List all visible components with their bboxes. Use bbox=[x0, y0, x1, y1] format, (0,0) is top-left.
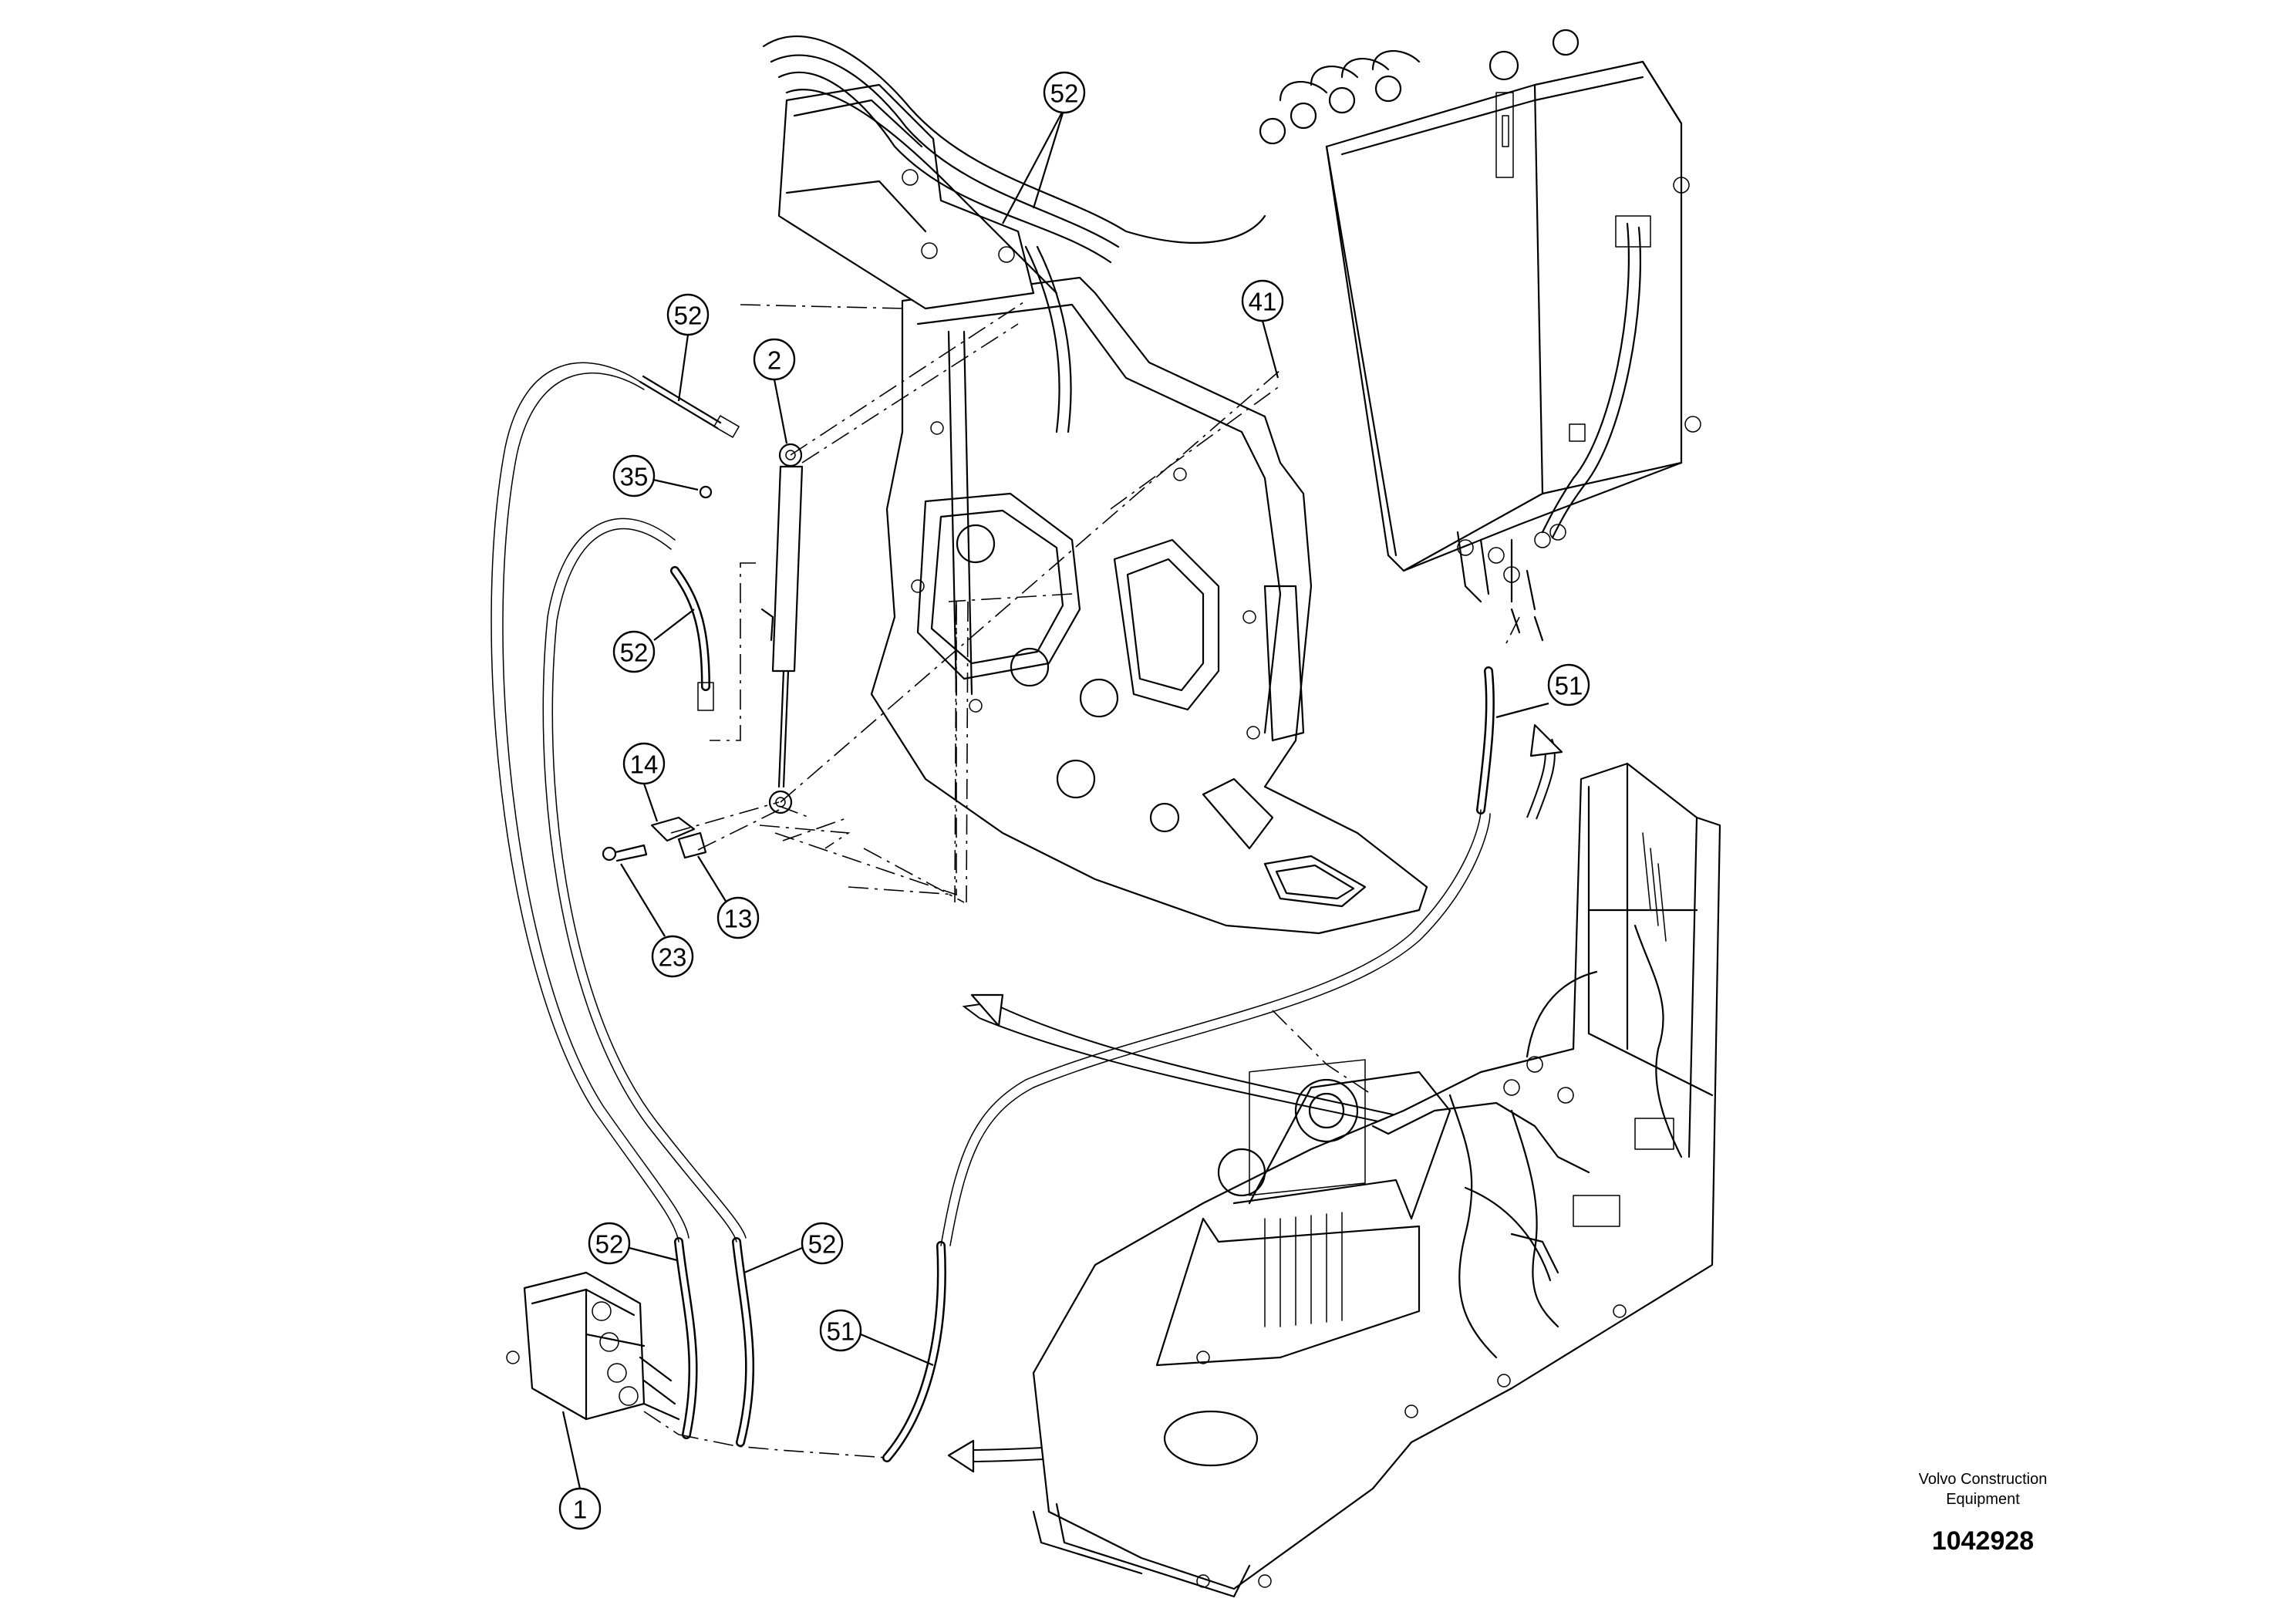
gas-strut bbox=[760, 443, 804, 814]
svg-text:2: 2 bbox=[767, 346, 781, 375]
brand-name-line1: Volvo Construction bbox=[1918, 1471, 2048, 1488]
callout: 52 bbox=[666, 293, 710, 402]
callouts: 52 41 52 2 35 52 14 13 bbox=[558, 71, 1590, 1530]
valve-block bbox=[506, 1271, 680, 1421]
callout: 41 bbox=[1241, 279, 1284, 379]
callout: 13 bbox=[697, 855, 760, 939]
callout: 23 bbox=[620, 863, 694, 978]
svg-text:52: 52 bbox=[595, 1230, 624, 1259]
callout: 51 bbox=[1495, 663, 1590, 719]
drawing-number: 1042928 bbox=[1931, 1526, 2035, 1556]
callout: 51 bbox=[819, 1309, 934, 1367]
hose-routing bbox=[491, 362, 1491, 1246]
callout: 2 bbox=[753, 338, 796, 444]
svg-text:14: 14 bbox=[630, 750, 659, 779]
small-hardware bbox=[602, 485, 713, 862]
callout: 52 bbox=[588, 1222, 678, 1265]
machine-frame bbox=[1032, 762, 1721, 1598]
brand-block: Volvo Construction Equipment 1042928 bbox=[1859, 1469, 2106, 1556]
hydraulic-tank bbox=[1259, 29, 1701, 642]
svg-text:1: 1 bbox=[573, 1496, 587, 1524]
svg-text:51: 51 bbox=[827, 1317, 855, 1346]
svg-text:41: 41 bbox=[1249, 288, 1277, 316]
svg-text:13: 13 bbox=[724, 905, 753, 933]
svg-text:52: 52 bbox=[620, 639, 649, 667]
callout: 14 bbox=[622, 742, 666, 822]
hose-end-top bbox=[639, 375, 740, 438]
mounting-plate-assembly bbox=[762, 35, 1428, 935]
brand-name-line2: Equipment bbox=[1946, 1491, 2020, 1508]
svg-text:23: 23 bbox=[659, 943, 687, 972]
callout: 1 bbox=[558, 1411, 602, 1530]
svg-text:35: 35 bbox=[620, 463, 649, 491]
callout: 35 bbox=[612, 454, 699, 497]
callout: 52 bbox=[743, 1222, 844, 1274]
connection-lines bbox=[643, 300, 1520, 1458]
callout: 52 bbox=[612, 609, 695, 673]
svg-text:52: 52 bbox=[1050, 79, 1079, 108]
hose-mid-left bbox=[670, 566, 714, 711]
svg-text:52: 52 bbox=[808, 1230, 837, 1259]
callout: 52 bbox=[1002, 71, 1086, 224]
svg-text:51: 51 bbox=[1555, 672, 1583, 700]
svg-text:52: 52 bbox=[674, 302, 703, 330]
hoses-bottom bbox=[674, 666, 1495, 1462]
